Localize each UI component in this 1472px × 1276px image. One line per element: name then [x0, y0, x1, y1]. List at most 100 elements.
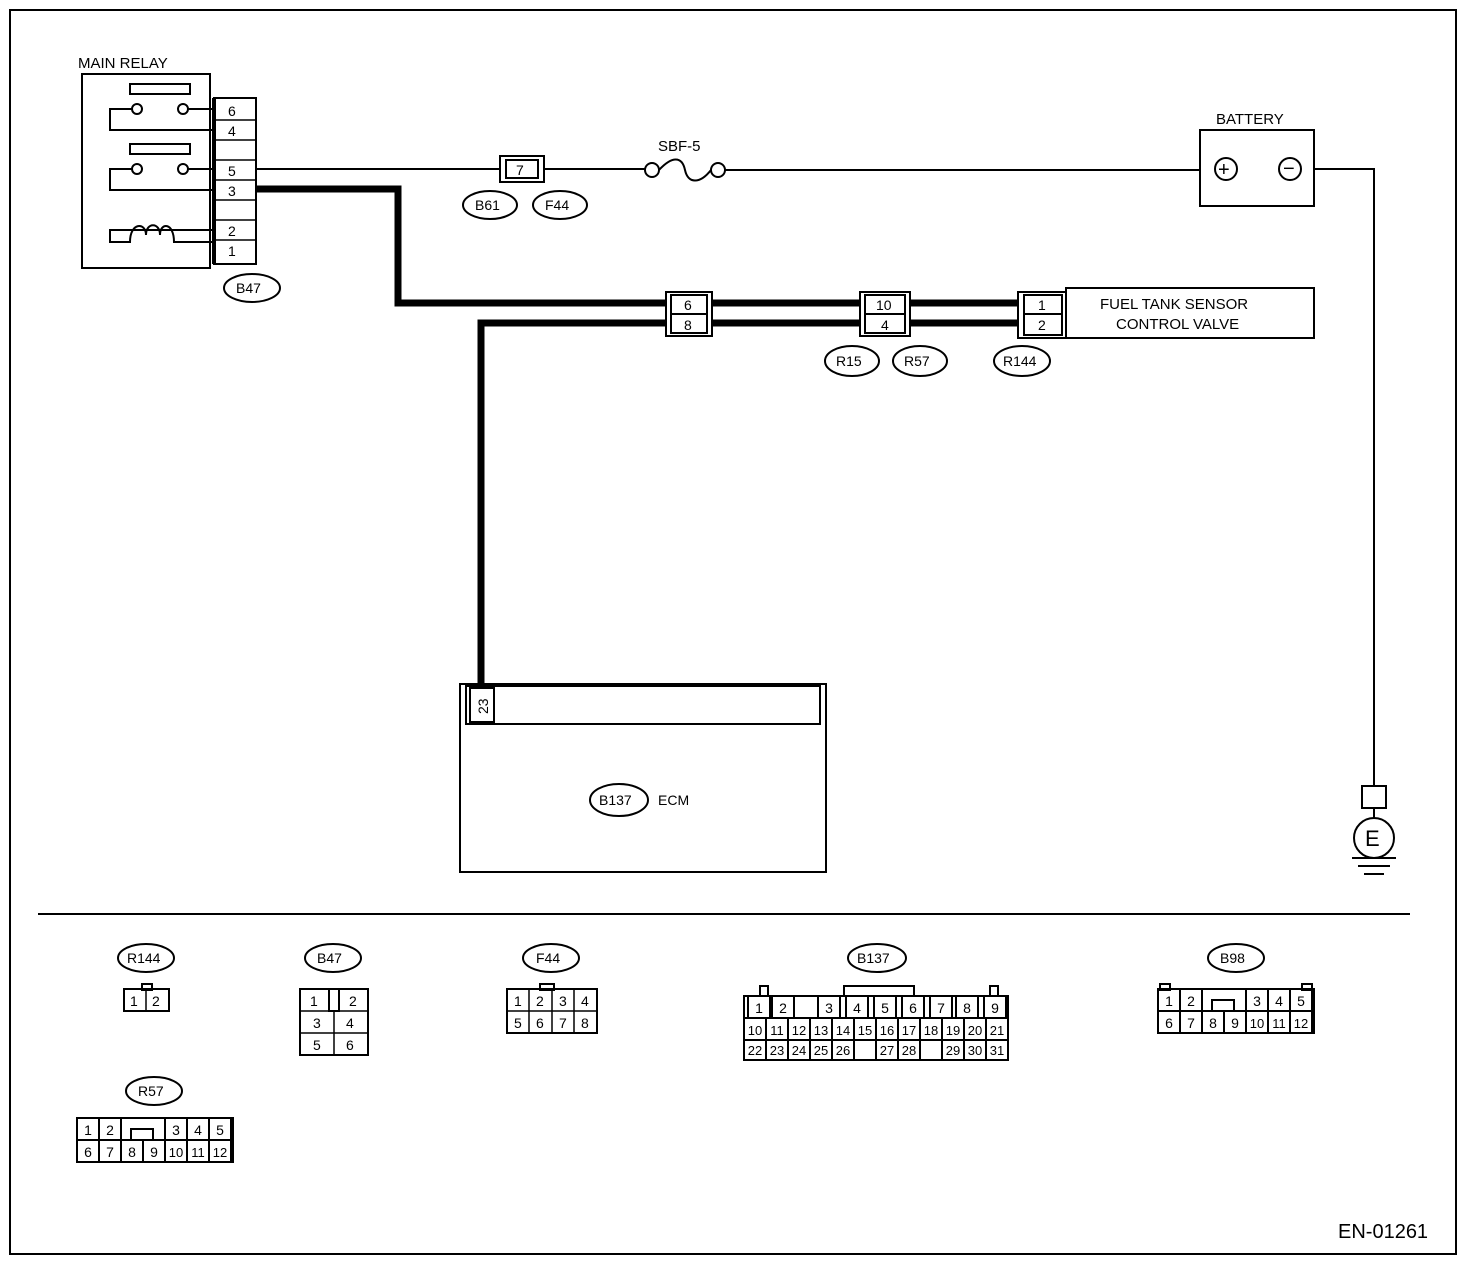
- b137-pin-31-cell: [985, 1039, 1009, 1061]
- r57-pin-6-label: 6: [84, 1144, 92, 1160]
- b47-pin-2: 2: [228, 223, 236, 239]
- face-b47: 1 2 3 4 5 6: [299, 988, 369, 1056]
- face-b137-tag: [847, 943, 907, 973]
- b137-pin-26-label: 26: [836, 1043, 850, 1058]
- relay-switch-2-wire: [109, 168, 215, 191]
- b137-pin-12-label: 12: [792, 1023, 806, 1038]
- ecm-pin-23: 23: [475, 698, 491, 714]
- relay-coil: [109, 224, 216, 250]
- face-b47-tag: [304, 943, 362, 973]
- face-f44-tag-label: F44: [536, 950, 560, 966]
- sbf5-fuse-link: [658, 158, 712, 182]
- svg-text:2: 2: [536, 993, 544, 1009]
- mid-connector-pin-6: 6: [684, 297, 692, 313]
- harness-relay-to-connector: [256, 185, 668, 307]
- r57-pin-5-label: 5: [216, 1122, 224, 1138]
- r57-pin-3-label: 3: [172, 1122, 180, 1138]
- b137-pin-16-label: 16: [880, 1023, 894, 1038]
- b47-pin-4: 4: [228, 123, 236, 139]
- battery-plus-sign: +: [1218, 159, 1230, 181]
- b137-pin-11-label: 11: [770, 1023, 784, 1038]
- sbf5-terminal-left: [644, 162, 660, 178]
- b98-pin-9-label: 9: [1231, 1015, 1239, 1031]
- ecm: 23 B137 ECM: [459, 683, 827, 873]
- b137-pin-23-label: 23: [770, 1043, 784, 1058]
- r57-tag: [892, 345, 948, 377]
- b98-pin-11-label: 11: [1272, 1016, 1286, 1031]
- b137-pin-24-label: 24: [792, 1043, 806, 1058]
- b98-pin-7-label: 7: [1187, 1015, 1195, 1031]
- b98-pin-2-label: 2: [1187, 993, 1195, 1009]
- b98-pin-10-label: 10: [1250, 1016, 1264, 1031]
- b47-tag-label: B47: [236, 280, 261, 296]
- r57-pin-4-label: 4: [194, 1122, 202, 1138]
- mid-connector: 6 8: [665, 291, 713, 337]
- face-r144-tag: [117, 943, 175, 973]
- b98-pin-12-label: 12: [1294, 1016, 1308, 1031]
- svg-text:5: 5: [514, 1015, 522, 1031]
- b98-pin-4-label: 4: [1275, 993, 1283, 1009]
- r57-pin-12-label: 12: [213, 1145, 227, 1160]
- face-b98-tag: [1207, 943, 1265, 973]
- b47-tag: [223, 273, 281, 303]
- r57-tag-label: R57: [904, 353, 930, 369]
- relay-switch-2-terminal-b: [177, 163, 189, 175]
- b137-pin-14-label: 14: [836, 1023, 850, 1038]
- svg-text:3: 3: [559, 993, 567, 1009]
- b47-pin-block: 6 4 5 3 2 1: [212, 97, 257, 265]
- b137-pin-28-label: 28: [902, 1043, 916, 1058]
- r57-pin-8-label: 8: [128, 1144, 136, 1160]
- b98-pin-1-label: 1: [1165, 993, 1173, 1009]
- b137-pin-15-label: 15: [858, 1023, 872, 1038]
- b137-pin-5-label: 5: [881, 1000, 889, 1016]
- face-b137-tag-label: B137: [857, 950, 890, 966]
- ecm-label: ECM: [658, 792, 689, 808]
- r144-tag: [993, 345, 1051, 377]
- r57-pin-10-label: 10: [169, 1145, 183, 1160]
- b137-pin-30-label: 30: [968, 1043, 982, 1058]
- r15-tag: [824, 345, 880, 377]
- b137-pin-21-label: 21: [990, 1023, 1004, 1038]
- b98-pin-5-label: 5: [1297, 993, 1305, 1009]
- b61-tag-label: B61: [475, 197, 500, 213]
- svg-text:3: 3: [313, 1015, 321, 1031]
- svg-text:6: 6: [536, 1015, 544, 1031]
- r144-tag-label: R144: [1003, 353, 1037, 369]
- diagram-code: EN-01261: [1338, 1221, 1428, 1243]
- sbf5-label: SBF-5: [658, 138, 701, 155]
- valve-label-line1: FUEL TANK SENSOR: [1100, 296, 1248, 313]
- face-r144: 1 2: [123, 983, 170, 1012]
- b98-pin-12-cell: [1289, 1010, 1313, 1034]
- b47-pin-1: 1: [228, 243, 236, 259]
- b47-pin-3: 3: [228, 183, 236, 199]
- main-relay: MAIN RELAY: [78, 55, 216, 269]
- b137-pin-6-label: 6: [909, 1000, 917, 1016]
- main-relay-label: MAIN RELAY: [78, 55, 168, 72]
- svg-text:1: 1: [310, 993, 318, 1009]
- r-connector-pin-4: 4: [881, 317, 889, 333]
- b137-pin-17-label: 17: [902, 1023, 916, 1038]
- svg-text:7: 7: [559, 1015, 567, 1031]
- relay-switch-1-contact: [129, 83, 191, 95]
- relay-switch-1-wire: [109, 108, 215, 131]
- relay-switch-2-contact: [129, 143, 191, 155]
- b137-pin-27-label: 27: [880, 1043, 894, 1058]
- b137-pin-1-label: 1: [755, 1000, 763, 1016]
- face-f44: 1 2 3 4 5 6 7 8: [506, 983, 598, 1034]
- b98-pin-3-label: 3: [1253, 993, 1261, 1009]
- b137-tag: [589, 783, 649, 817]
- ground-terminal: [1361, 785, 1387, 809]
- svg-text:4: 4: [346, 1015, 354, 1031]
- b137-pin-25-label: 25: [814, 1043, 828, 1058]
- battery-positive-terminal: [1214, 157, 1238, 181]
- b137-pin-2-label: 2: [779, 1000, 787, 1016]
- svg-text:5: 5: [313, 1037, 321, 1053]
- b137-pin-29-label: 29: [946, 1043, 960, 1058]
- b61-tag: [462, 190, 518, 220]
- fuel-tank-sensor-control-valve: 1 2 FUEL TANK SENSOR CONTROL VALVE: [1017, 287, 1315, 339]
- f44-tag: [532, 190, 588, 220]
- sbf5-terminal-right: [710, 162, 726, 178]
- main-relay-body: [81, 73, 211, 269]
- b137-pin-10-label: 10: [748, 1023, 762, 1038]
